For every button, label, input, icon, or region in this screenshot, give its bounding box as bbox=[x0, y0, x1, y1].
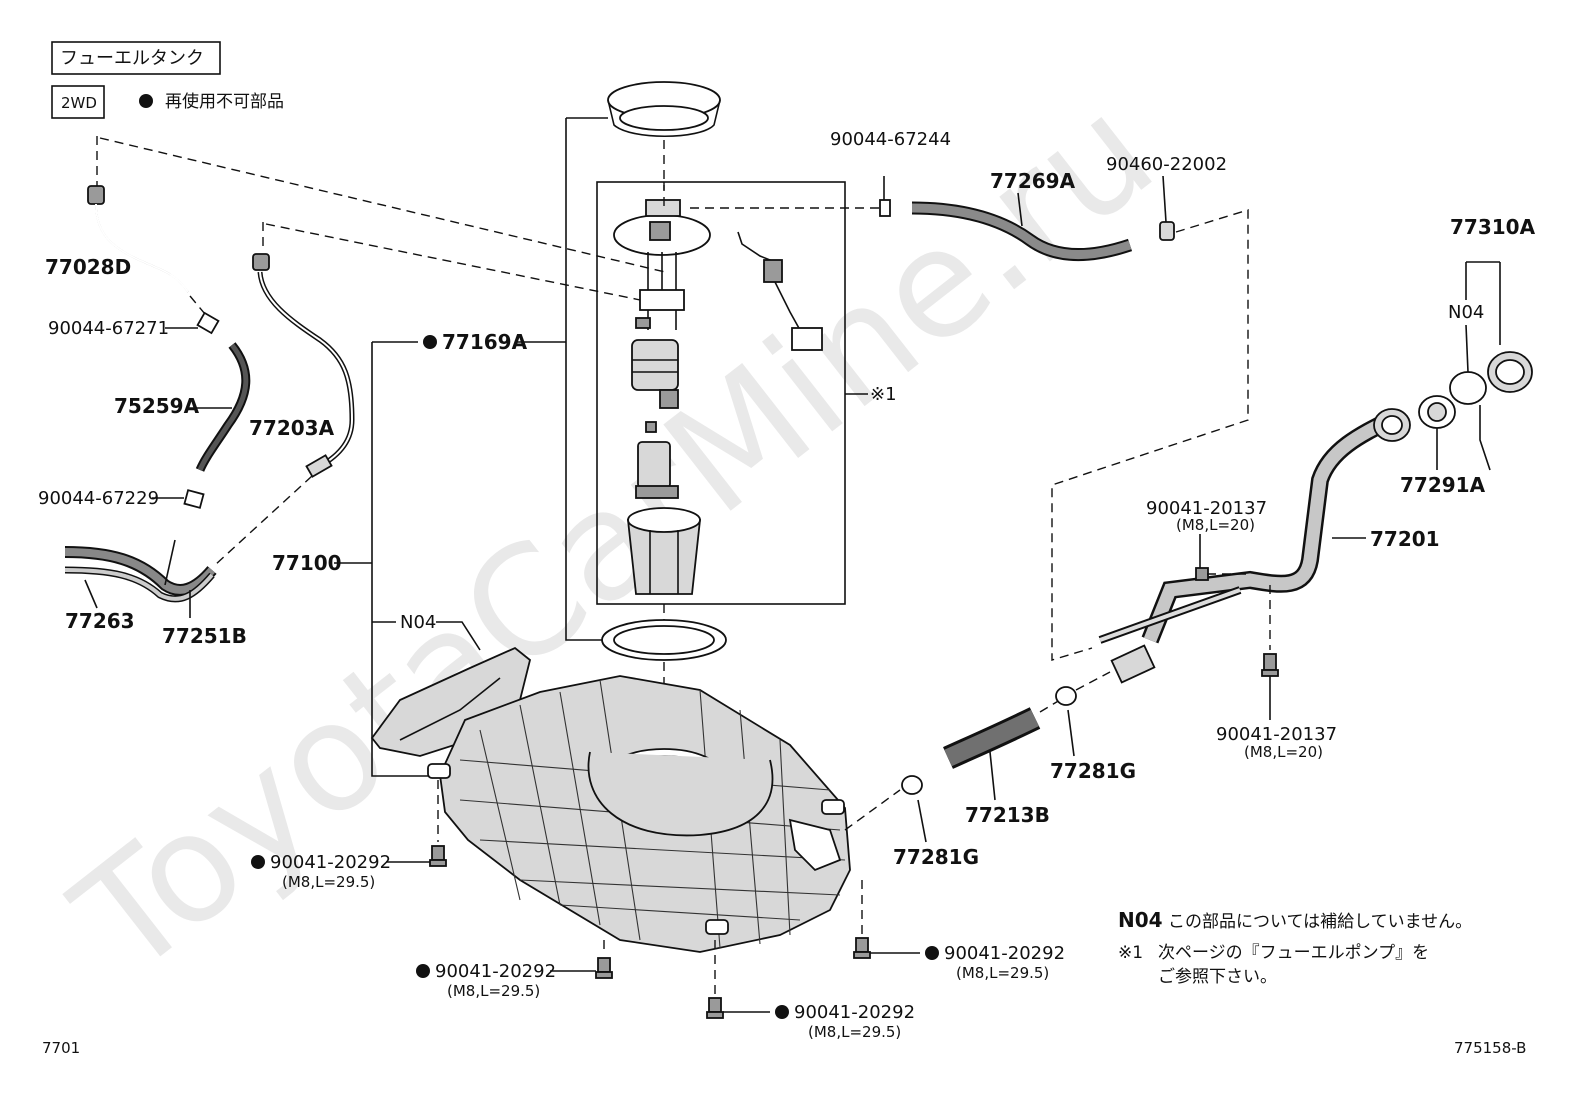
label-90044-67229: 90044-67229 bbox=[38, 488, 159, 509]
label-77263: 77263 bbox=[65, 609, 135, 633]
label-77028D: 77028D bbox=[45, 255, 131, 279]
label-77213B: 77213B bbox=[965, 803, 1050, 827]
vent-hose-77269A-drawing bbox=[879, 175, 1249, 661]
tank-bolts-drawing bbox=[386, 780, 920, 1019]
label-77310A: 77310A bbox=[1450, 215, 1536, 239]
notes: N04 この部品については補給していません。 ※1 次ページの『フューエルポンプ… bbox=[1118, 908, 1472, 987]
fuel-tank-77100-drawing bbox=[370, 646, 851, 953]
label-ref1: ※1 bbox=[870, 384, 897, 405]
label-bolt-center: 90041-20292 bbox=[435, 961, 556, 982]
label-77169A: 77169A bbox=[442, 330, 528, 354]
label-77269A: 77269A bbox=[990, 169, 1076, 193]
footer: 7701 775158-B bbox=[42, 1039, 1526, 1057]
label-90460-22002: 90460-22002 bbox=[1106, 154, 1227, 175]
non-reusable-dot-icon bbox=[251, 855, 265, 869]
label-77203A: 77203A bbox=[249, 416, 335, 440]
label-90044-67244: 90044-67244 bbox=[830, 129, 951, 150]
hose-75259A-drawing bbox=[152, 342, 251, 509]
label-90041-20137-top-spec: (M8,L=20) bbox=[1176, 516, 1255, 534]
figure-id: 775158-B bbox=[1454, 1039, 1526, 1057]
note-ref1-line1: 次ページの『フューエルポンプ』を bbox=[1158, 943, 1429, 963]
label-bolt-right: 90041-20292 bbox=[944, 943, 1065, 964]
non-reusable-dot-icon bbox=[775, 1005, 789, 1019]
fuel-tube-77028D-drawing bbox=[87, 136, 666, 335]
label-90041-20137-bottom: 90041-20137 bbox=[1216, 724, 1337, 745]
label-n04-cap: N04 bbox=[1448, 302, 1484, 323]
tube-77203A-drawing bbox=[214, 222, 666, 566]
label-77251B: 77251B bbox=[162, 624, 247, 648]
label-bolt-left: 90041-20292 bbox=[270, 852, 391, 873]
label-bolt-bottom: 90041-20292 bbox=[794, 1002, 915, 1023]
pump-seal-ring-bottom-drawing bbox=[601, 604, 727, 790]
non-reusable-dot-icon bbox=[139, 94, 153, 108]
label-77281G-left: 77281G bbox=[893, 845, 979, 869]
pump-module-77169A-box bbox=[596, 181, 880, 605]
variant-label: 2WD bbox=[61, 94, 97, 112]
pipes-77263-77251B-drawing bbox=[64, 539, 217, 618]
label-90041-20137-top: 90041-20137 bbox=[1146, 498, 1267, 519]
non-reusable-dot-icon bbox=[925, 946, 939, 960]
label-bolt-bottom-spec: (M8,L=29.5) bbox=[808, 1023, 901, 1041]
filler-cap-77310A-drawing bbox=[1418, 261, 1533, 471]
label-77281G-right: 77281G bbox=[1050, 759, 1136, 783]
callout-brackets bbox=[334, 117, 608, 777]
diagram-title: フューエルタンク bbox=[60, 48, 204, 69]
label-bolt-center-spec: (M8,L=29.5) bbox=[447, 982, 540, 1000]
non-reusable-dot-icon bbox=[423, 335, 437, 349]
label-77291A: 77291A bbox=[1400, 473, 1486, 497]
label-77201: 77201 bbox=[1370, 527, 1440, 551]
header: フューエルタンク 2WD 再使用不可部品 bbox=[51, 41, 284, 119]
pump-seal-ring-top-drawing bbox=[607, 81, 721, 190]
note-n04-code: N04 bbox=[1118, 908, 1163, 932]
label-bolt-right-spec: (M8,L=29.5) bbox=[956, 964, 1049, 982]
part-labels: 77028D 90044-67271 75259A 90044-67229 77… bbox=[38, 129, 1536, 1041]
label-n04-protector: N04 bbox=[400, 612, 436, 633]
non-reusable-dot-icon bbox=[416, 964, 430, 978]
connecting-hose-77213B-drawing bbox=[844, 671, 1111, 843]
page-number: 7701 bbox=[42, 1039, 80, 1057]
note-n04-text: この部品については補給していません。 bbox=[1168, 912, 1472, 932]
filler-pipe-77201-drawing bbox=[1098, 408, 1411, 720]
label-90041-20137-bottom-spec: (M8,L=20) bbox=[1244, 743, 1323, 761]
legend-text: 再使用不可部品 bbox=[165, 91, 284, 112]
label-90044-67271: 90044-67271 bbox=[48, 318, 169, 339]
note-ref1-line2: ご参照下さい。 bbox=[1158, 967, 1277, 987]
note-ref1-code: ※1 bbox=[1118, 943, 1143, 963]
label-bolt-left-spec: (M8,L=29.5) bbox=[282, 873, 375, 891]
label-77100: 77100 bbox=[272, 551, 342, 575]
label-75259A: 75259A bbox=[114, 394, 200, 418]
